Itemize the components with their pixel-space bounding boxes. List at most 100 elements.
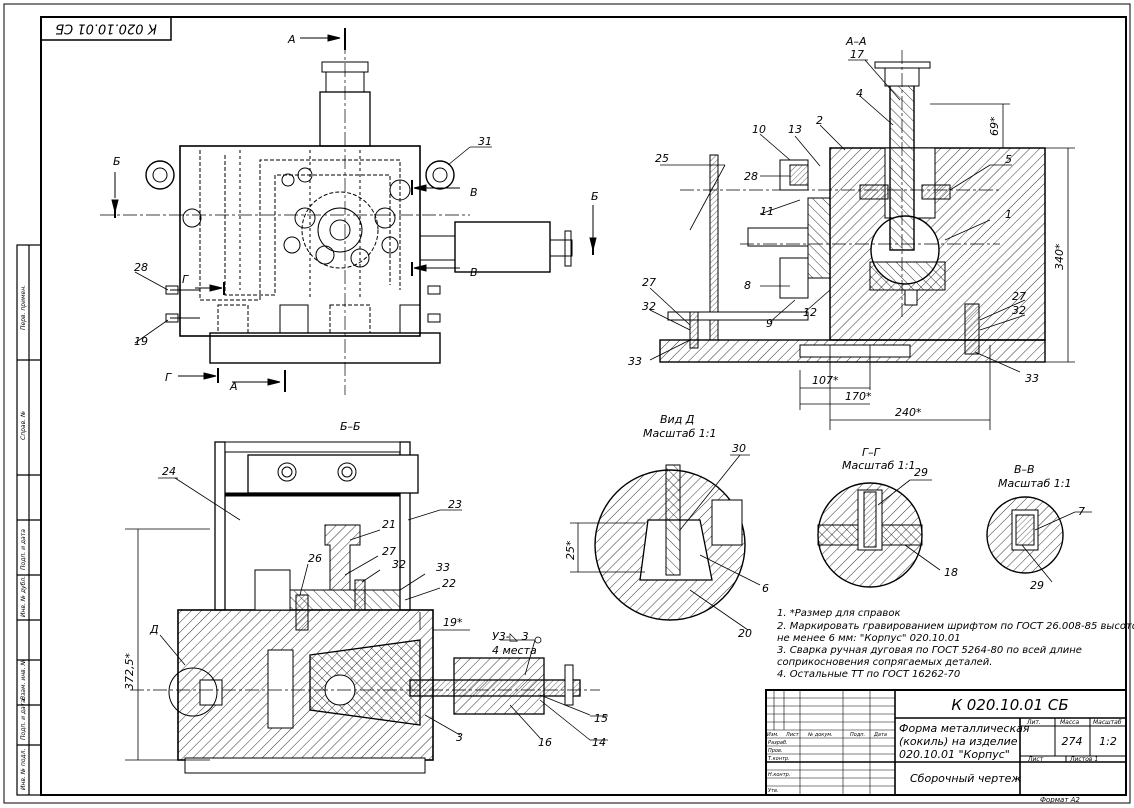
cut-b-left: Б [113, 155, 121, 168]
pos-27-aa-right: 27 [1012, 290, 1026, 303]
weld-places: 4 места [492, 644, 537, 657]
dim-372: 372,5* [123, 653, 136, 690]
title-name-3: 020.10.01 "Корпус" [899, 748, 1010, 761]
side-stamp [16, 244, 42, 796]
section-bb-labels: Б–Б 24 23 21 26 27 32 33 22 15 14 16 3 Д… [123, 420, 608, 749]
view-d-scale: Масштаб 1:1 [643, 427, 716, 440]
side-label-7: Инв. № подл. [20, 749, 27, 790]
pos-32-aa-left: 32 [642, 300, 656, 313]
pos-16: 16 [538, 736, 552, 749]
section-vv-labels: В–В Масштаб 1:1 7 29 [998, 463, 1085, 592]
title-scale: 1:2 [1099, 735, 1117, 748]
pos-1: 1 [1005, 208, 1012, 221]
pos-33-aa-left: 33 [628, 355, 642, 368]
format-label: Формат А2 [1040, 796, 1080, 804]
pos-32-bb: 32 [392, 558, 406, 571]
pos-11: 11 [760, 205, 774, 218]
cut-b-right: Б [591, 190, 599, 203]
section-vv [986, 496, 1092, 583]
top-view-labels: А Б Б В В Г Г А 31 28 19 [113, 33, 599, 393]
dim-170: 170* [845, 390, 872, 403]
pos-20: 20 [738, 627, 752, 640]
dim-69: 69* [988, 116, 1001, 136]
pos-3: 3 [456, 731, 463, 744]
title-sheet: Лист [1027, 756, 1044, 763]
title-code: К 020.10.01 СБ [951, 696, 1068, 714]
title-utv: Утв. [768, 788, 779, 794]
weld-symbol: У3-◺ 3 [492, 630, 529, 643]
pos-21: 21 [382, 518, 396, 531]
pos-6: 6 [762, 582, 769, 595]
note-line-1: 1. *Размер для справок [777, 608, 900, 619]
pos-8: 8 [744, 279, 751, 292]
dim-240: 240* [895, 406, 922, 419]
title-sheets: Листов 1 [1069, 756, 1098, 763]
section-gg [817, 479, 941, 588]
top-view [100, 28, 597, 395]
side-label-6: Подп. и дата [20, 699, 27, 740]
pos-26: 26 [308, 552, 322, 565]
mirror-code: К 020.10.01 СБ [55, 21, 157, 36]
note-line-4: 3. Сварка ручная дуговая по ГОСТ 5264-80… [777, 645, 1082, 656]
dim-107: 107* [812, 374, 839, 387]
pos-24: 24 [162, 465, 176, 478]
pos-22: 22 [442, 577, 456, 590]
pos-13: 13 [788, 123, 802, 136]
cut-g-left: Г [182, 273, 189, 286]
pos-23: 23 [448, 498, 462, 511]
title-name-1: Форма металлическая [899, 722, 1030, 735]
pos-12: 12 [803, 306, 817, 319]
title-hdr-izm: Изм. [767, 732, 779, 738]
pos-27-bb: 27 [382, 545, 396, 558]
title-hdr-doc: № докум. [807, 732, 833, 738]
pos-31: 31 [478, 135, 492, 148]
note-line-2: 2. Маркировать гравированием шрифтом по … [777, 621, 1134, 632]
dim-25: 25* [564, 540, 577, 560]
section-aa [649, 50, 1075, 430]
section-gg-scale: Масштаб 1:1 [842, 459, 915, 472]
note-line-3: не менее 6 мм: "Корпус" 020.10.01 [777, 633, 961, 644]
cut-g-bottom: Г [165, 371, 172, 384]
cut-d-label: Д [149, 623, 159, 636]
cut-a-bottom: А [229, 380, 238, 393]
side-label-1: Перв. примен. [20, 285, 27, 330]
title-name-2: (кокиль) на изделие [899, 735, 1018, 748]
pos-17: 17 [850, 48, 864, 61]
section-bb-title: Б–Б [340, 420, 361, 433]
title-block-text: К 020.10.01 СБ Форма металлическая (коки… [767, 696, 1122, 804]
pos-27-aa-left: 27 [642, 276, 656, 289]
title-hdr-list: Лист [785, 732, 800, 738]
section-aa-labels: А–А 17 4 2 13 10 28 11 5 1 8 9 12 27 32 … [628, 35, 1066, 419]
pos-9: 9 [766, 317, 773, 330]
section-bb [125, 441, 608, 774]
pos-30: 30 [732, 442, 746, 455]
side-label-5: Взам. инв. № [20, 659, 27, 700]
pos-19: 19 [134, 335, 148, 348]
technical-notes: 1. *Размер для справок 2. Маркировать гр… [777, 608, 1134, 680]
pos-5: 5 [1005, 153, 1012, 166]
pos-7: 7 [1078, 505, 1085, 518]
title-prov: Пров. [768, 748, 783, 754]
pos-33-aa-right: 33 [1025, 372, 1039, 385]
side-label-2: Справ. № [20, 411, 27, 440]
cut-a-top: А [287, 33, 296, 46]
title-block [765, 689, 1127, 796]
pos-28-top: 28 [134, 261, 148, 274]
pos-14: 14 [592, 736, 606, 749]
pos-29-gg: 29 [914, 466, 928, 479]
pos-32-aa-right: 32 [1012, 304, 1026, 317]
title-col-mass: Масса [1060, 719, 1079, 726]
title-col-scale: Масштаб [1093, 719, 1122, 726]
cut-v-top: В [470, 186, 478, 199]
pos-33-bb: 33 [436, 561, 450, 574]
side-label-3: Подп. и дата [20, 529, 27, 570]
pos-15: 15 [594, 712, 608, 725]
section-aa-title: А–А [845, 35, 867, 48]
cut-v-bottom: В [470, 266, 478, 279]
section-vv-scale: Масштаб 1:1 [998, 477, 1071, 490]
side-stamp-labels: Перв. примен. Справ. № Подп. и дата Инв.… [20, 285, 27, 790]
title-doc-type: Сборочный чертеж [910, 772, 1021, 785]
view-d [570, 454, 761, 631]
